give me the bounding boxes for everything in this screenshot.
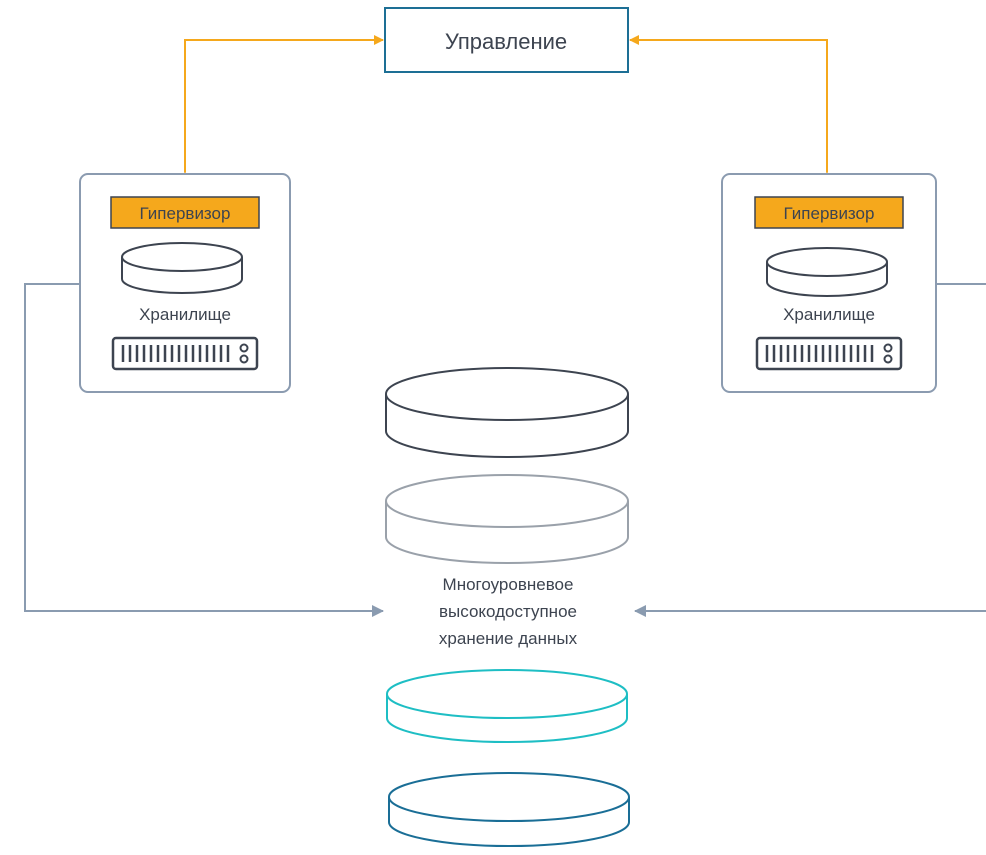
right-hypervisor-label: Гипервизор <box>784 204 875 223</box>
management-box: Управление <box>384 7 629 73</box>
storage-connector-right <box>634 283 986 617</box>
right-hypervisor-badge: Гипервизор <box>754 196 904 229</box>
right-node: Гипервизор Хранилище <box>721 173 937 393</box>
right-storage-disk-icon <box>766 247 888 297</box>
storage-connector-left <box>24 283 384 617</box>
left-hypervisor-label: Гипервизор <box>140 204 231 223</box>
management-connector-right <box>629 35 832 181</box>
tier-disk-dark <box>385 367 629 458</box>
left-storage-label: Хранилище <box>139 305 231 324</box>
tiered-storage-line-2: высокодоступное <box>439 602 577 621</box>
tiered-storage-line-1: Многоуровневое <box>443 575 574 594</box>
tier-disk-blue <box>388 772 630 847</box>
left-storage-disk-icon <box>121 242 243 294</box>
right-storage-label: Хранилище <box>783 305 875 324</box>
tiered-storage-caption: Многоуровневое высокодоступное хранение … <box>439 575 578 648</box>
left-node: Гипервизор Хранилище <box>79 173 291 393</box>
left-hypervisor-badge: Гипервизор <box>110 196 260 229</box>
right-server-rack-icon <box>755 336 903 371</box>
management-connector-left <box>180 35 384 181</box>
tier-disk-cyan <box>386 669 628 743</box>
left-server-rack-icon <box>111 336 259 371</box>
tier-disk-gray <box>385 474 629 564</box>
tiered-storage-line-3: хранение данных <box>439 629 578 648</box>
management-label: Управление <box>445 29 567 54</box>
